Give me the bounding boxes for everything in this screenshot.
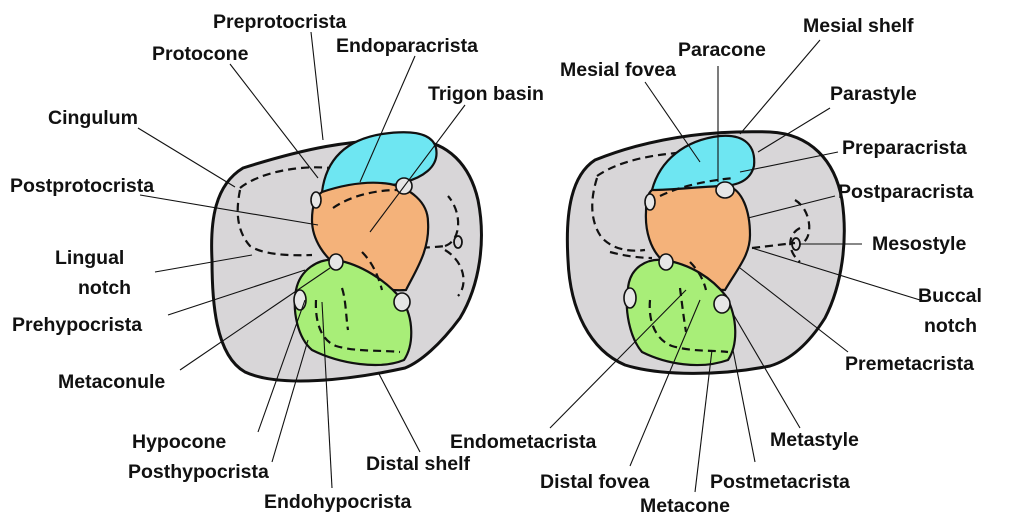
label-prehypocrista: Prehypocrista xyxy=(12,314,142,336)
left-hypoconule xyxy=(294,290,306,310)
label-preprotocrista: Preprotocrista xyxy=(213,11,346,33)
right-metastyle-oval xyxy=(714,295,730,313)
label-premetacrista: Premetacrista xyxy=(845,353,974,375)
label-mesial-shelf: Mesial shelf xyxy=(803,15,914,37)
label-endohypocrista: Endohypocrista xyxy=(264,491,412,513)
label-trigon-basin: Trigon basin xyxy=(428,83,544,105)
left-distal-oval xyxy=(394,293,410,311)
label-hypocone: Hypocone xyxy=(132,431,226,453)
right-hypocone-oval xyxy=(624,288,636,308)
label-postparacrista: Postparacrista xyxy=(838,181,974,203)
left-metaconule xyxy=(329,254,343,270)
label-endometacrista: Endometacrista xyxy=(450,431,596,453)
right-metaconule-oval xyxy=(659,254,673,270)
label-metastyle: Metastyle xyxy=(770,429,859,451)
label-postprotocrista: Postprotocrista xyxy=(10,175,154,197)
label-buccal-notch-2: notch xyxy=(924,315,977,337)
label-preparacrista: Preparacrista xyxy=(842,137,967,159)
label-distal-shelf: Distal shelf xyxy=(366,453,471,475)
leader-distal-shelf xyxy=(378,372,420,452)
right-mesial-oval xyxy=(645,194,655,210)
label-distal-fovea: Distal fovea xyxy=(540,471,650,493)
label-protocone: Protocone xyxy=(152,43,249,65)
label-postmetacrista: Postmetacrista xyxy=(710,471,850,493)
right-parastyle-oval xyxy=(716,182,734,198)
label-metacone: Metacone xyxy=(640,495,730,517)
left-mesial-oval xyxy=(311,192,321,208)
label-paracone: Paracone xyxy=(678,39,766,61)
label-lingual-notch-2: notch xyxy=(78,277,131,299)
label-endoparacrista: Endoparacrista xyxy=(336,35,478,57)
label-cingulum: Cingulum xyxy=(48,107,138,129)
label-lingual-notch-1: Lingual xyxy=(55,247,124,269)
label-parastyle: Parastyle xyxy=(830,83,917,105)
label-mesostyle: Mesostyle xyxy=(872,233,966,255)
leader-preprotocrista xyxy=(311,32,323,140)
label-buccal-notch-1: Buccal xyxy=(918,285,982,307)
label-mesial-fovea: Mesial fovea xyxy=(560,59,676,81)
label-posthypocrista: Posthypocrista xyxy=(128,461,269,483)
label-metaconule: Metaconule xyxy=(58,371,165,393)
